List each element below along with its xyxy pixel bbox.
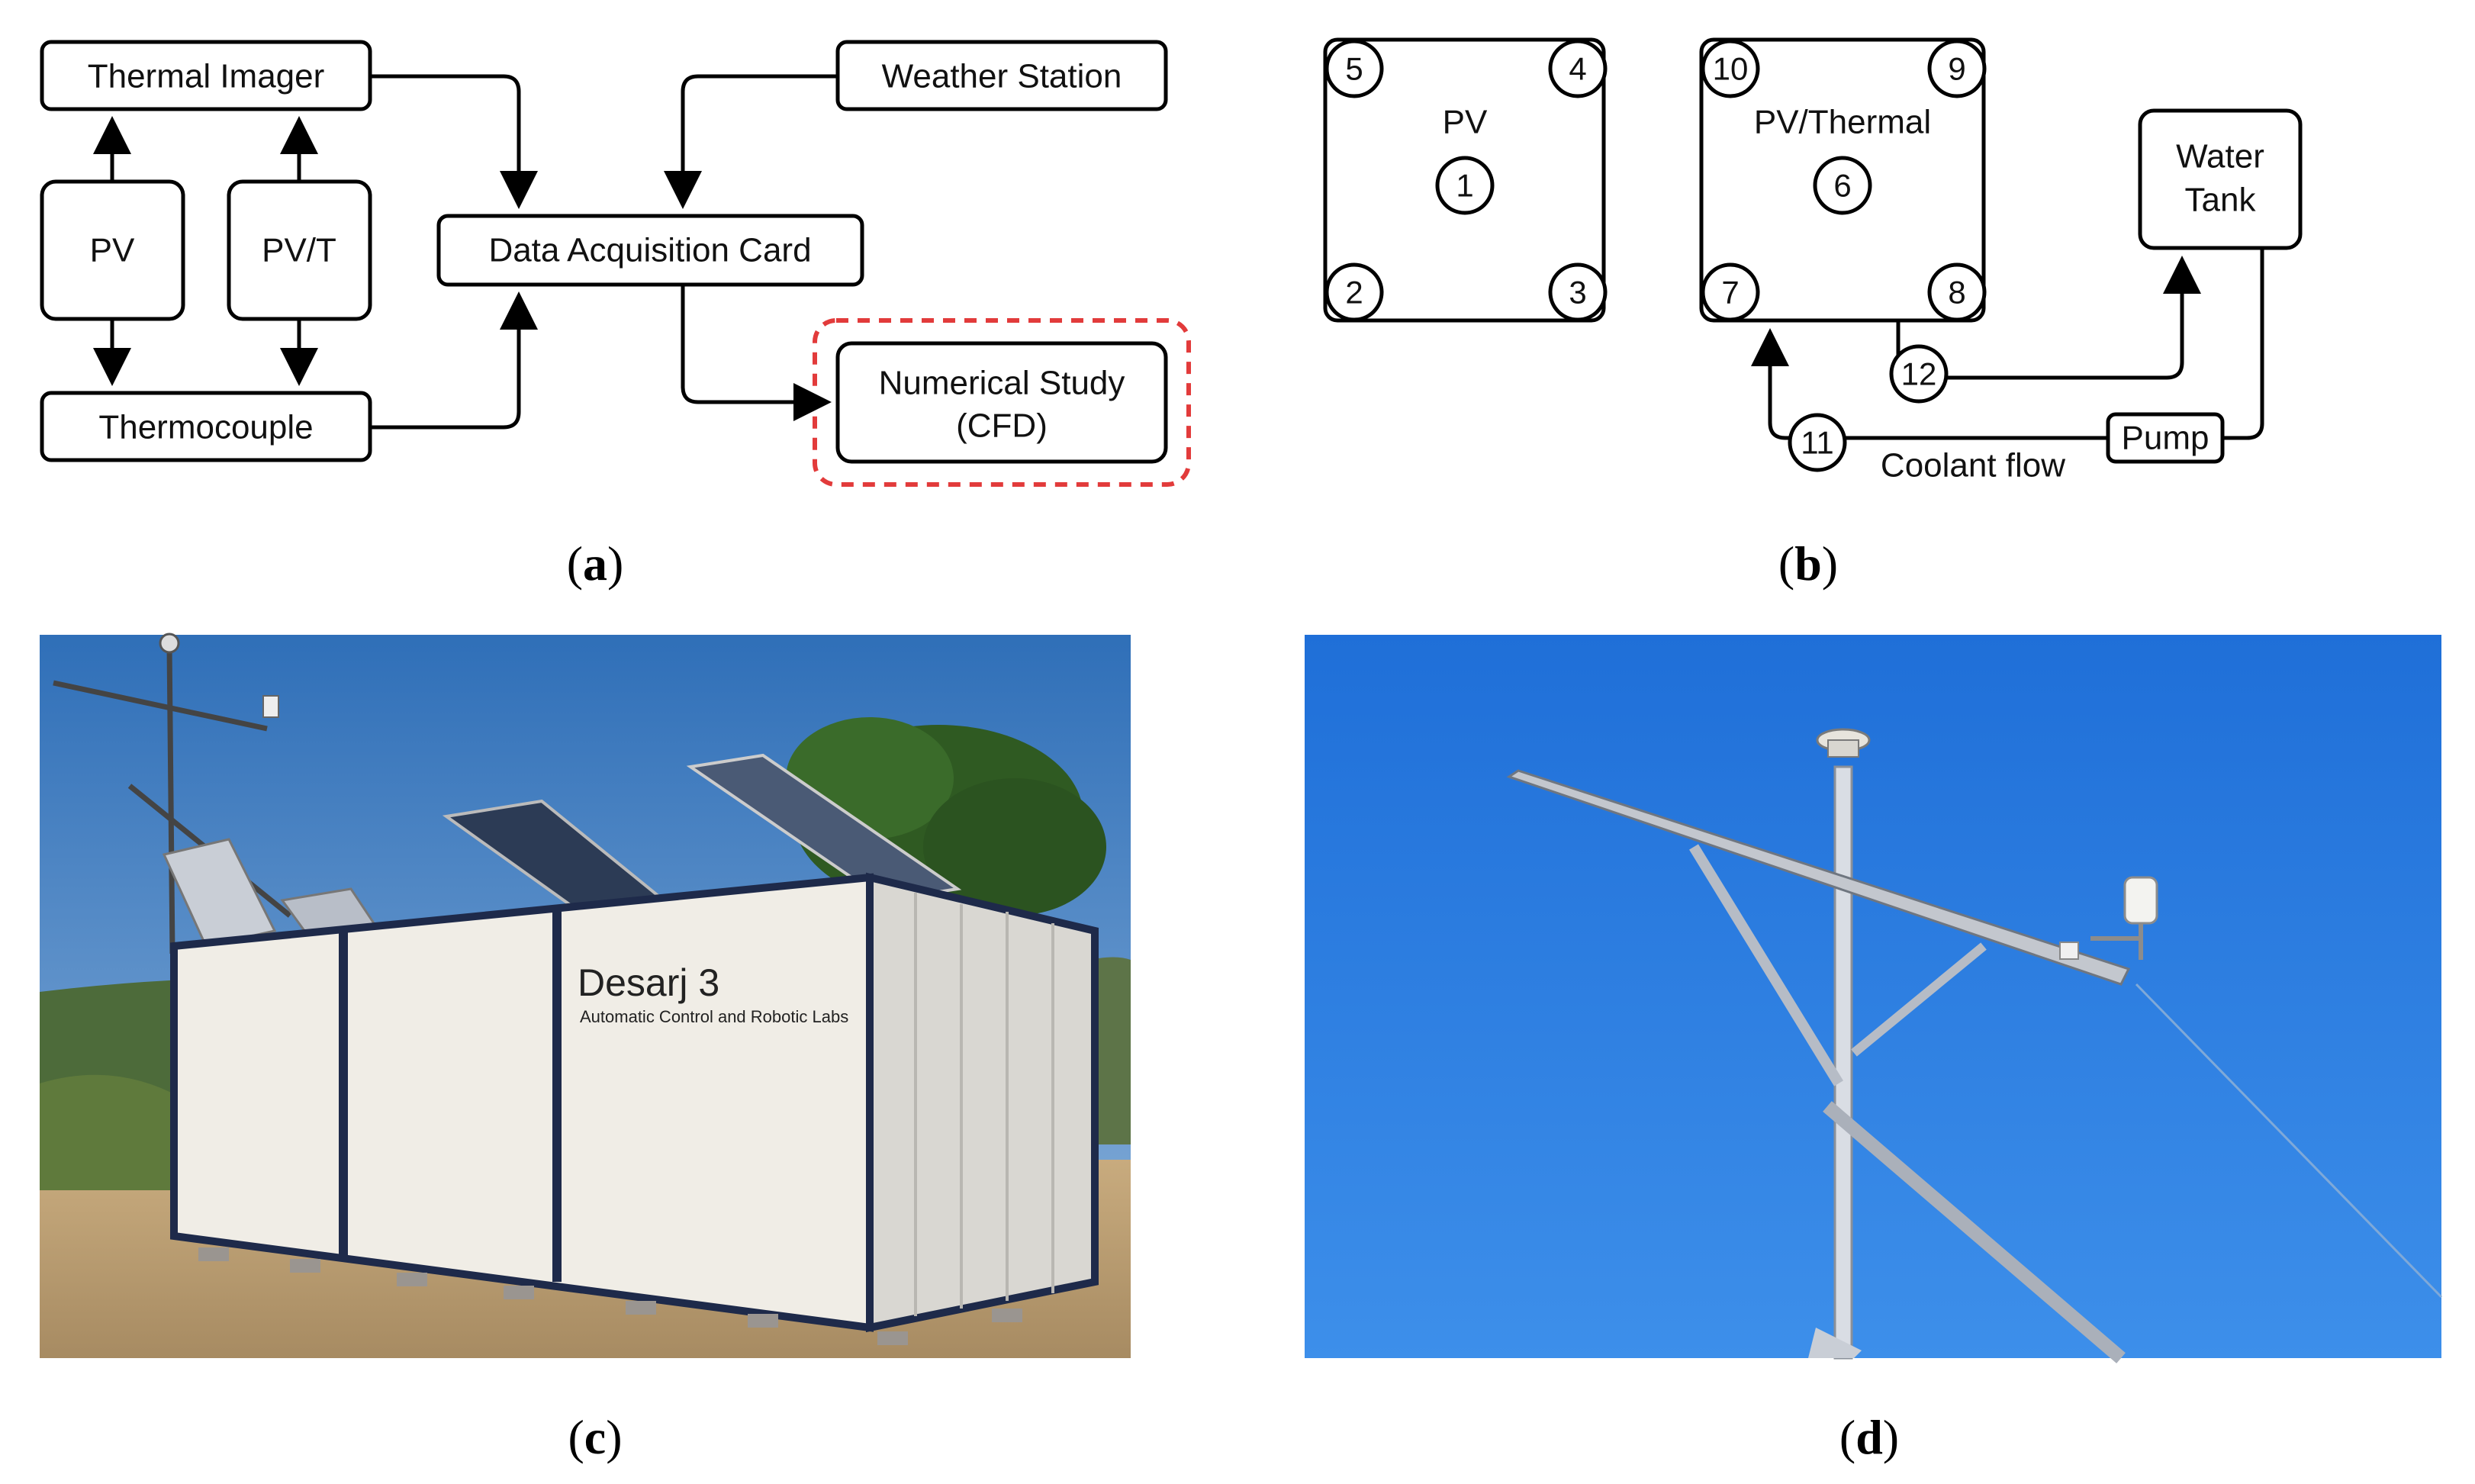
point-4: 4 (1548, 39, 1608, 98)
svg-text:7: 7 (1721, 275, 1739, 311)
pump-label: Pump (2122, 420, 2209, 457)
point-9: 9 (1927, 39, 1987, 98)
pvt-panel-label: PV/Thermal (1754, 104, 1931, 141)
flow-outlet-to-tank (1896, 263, 2182, 380)
point-1: 1 (1435, 156, 1495, 215)
svg-text:10: 10 (1713, 51, 1749, 87)
caption-a: (a) (567, 536, 624, 591)
node-numerical-study-line2: (CFD) (956, 407, 1048, 445)
svg-text:3: 3 (1569, 275, 1586, 311)
svg-text:12: 12 (1901, 356, 1937, 392)
node-thermocouple: Thermocouple (40, 391, 372, 462)
node-weather-station-label: Weather Station (882, 58, 1122, 95)
water-tank: Water Tank (2138, 108, 2303, 250)
node-pvt: PV/T (227, 179, 372, 321)
weather-mast-closeup (1506, 728, 2443, 1363)
node-pv: PV (40, 179, 185, 321)
node-data-acquisition-card-label: Data Acquisition Card (488, 232, 811, 269)
edge-weather-station-to-daq (664, 74, 838, 209)
point-6: 6 (1813, 156, 1872, 215)
edge-daq-to-numerical-study (681, 285, 832, 421)
svg-text:1: 1 (1456, 168, 1473, 204)
flow-inlet-to-panel (1751, 328, 1794, 440)
node-numerical-study-line1: Numerical Study (879, 365, 1125, 402)
point-12: 12 (1889, 344, 1949, 404)
water-tank-line1: Water (2176, 138, 2264, 175)
panel-a-diagram: Thermal Imager PV PV/T Thermocouple Data… (40, 40, 1191, 487)
svg-text:6: 6 (1833, 168, 1851, 204)
node-numerical-study: Numerical Study (CFD) (835, 341, 1168, 464)
node-thermocouple-label: Thermocouple (98, 409, 313, 446)
panel-c-photo: Desarj 3 Automatic Control and Robotic L… (40, 633, 1131, 1358)
point-3: 3 (1548, 262, 1608, 322)
svg-text:5: 5 (1345, 51, 1363, 87)
node-weather-station: Weather Station (835, 40, 1168, 111)
caption-d: (d) (1839, 1410, 1899, 1464)
pump: Pump (2106, 412, 2225, 464)
svg-text:11: 11 (1801, 425, 1834, 461)
svg-text:8: 8 (1948, 275, 1965, 311)
pv-panel-label: PV (1443, 104, 1488, 141)
edge-thermocouple-to-daq (370, 291, 538, 430)
caption-b: (b) (1778, 536, 1838, 591)
building-sign-subtitle: Automatic Control and Robotic Labs (580, 1007, 848, 1026)
node-thermal-imager-label: Thermal Imager (88, 58, 325, 95)
panel-b-diagram: PV PV/Thermal Water Tank Pump Coolant fl… (1323, 37, 2303, 484)
point-8: 8 (1927, 262, 1987, 322)
panel-d-photo (1305, 635, 2443, 1363)
point-5: 5 (1324, 39, 1384, 98)
container-building (170, 872, 1099, 1345)
water-tank-line2: Tank (2185, 182, 2257, 219)
point-2: 2 (1324, 262, 1384, 322)
point-10: 10 (1701, 39, 1760, 98)
svg-text:2: 2 (1345, 275, 1363, 311)
flow-tank-to-pump (2222, 248, 2264, 440)
edge-thermal-imager-to-daq (370, 74, 538, 209)
point-7: 7 (1701, 262, 1760, 322)
building-sign-title: Desarj 3 (578, 961, 719, 1004)
svg-text:4: 4 (1569, 51, 1586, 87)
node-pvt-label: PV/T (262, 232, 336, 269)
node-pv-label: PV (90, 232, 135, 269)
sensor-housing (2059, 876, 2158, 960)
svg-text:9: 9 (1948, 51, 1965, 87)
solar-panels (162, 753, 962, 948)
node-data-acquisition-card: Data Acquisition Card (436, 214, 864, 287)
node-thermal-imager: Thermal Imager (40, 40, 372, 111)
caption-c: (c) (568, 1410, 622, 1464)
point-11: 11 (1788, 413, 1847, 472)
coolant-flow-label: Coolant flow (1881, 447, 2065, 484)
